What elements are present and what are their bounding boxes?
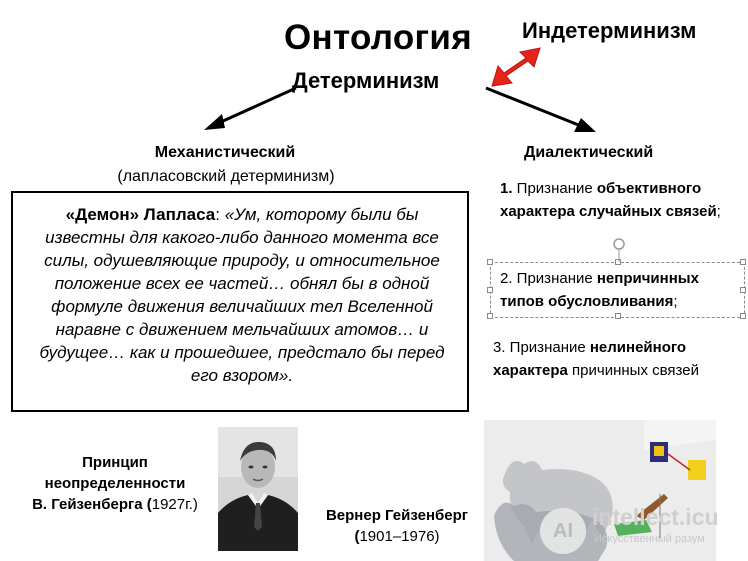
heisenberg-years-plain: 1901–1976) <box>359 528 440 545</box>
point-3-num: 3. <box>493 339 506 356</box>
heisenberg-portrait <box>218 427 298 551</box>
laplace-quote-box: «Демон» Лапласа: «Ум, которому были бы и… <box>11 191 469 412</box>
watermark-brand: intellect.icu <box>592 504 719 530</box>
dialectical-point-2[interactable]: 2. Признание непричинных типов обусловли… <box>500 267 740 313</box>
dialectical-heading: Диалектический <box>524 144 654 161</box>
heisenberg-years-bold: ( <box>354 528 360 545</box>
resize-handle-tr[interactable] <box>740 259 746 265</box>
quote-author: «Демон» Лапласа <box>65 205 216 224</box>
point-2-pre: Признание <box>512 270 597 287</box>
point-1-num: 1. <box>500 180 513 197</box>
resize-handle-top[interactable] <box>615 259 621 265</box>
point-2-bold: непричинных типов обусловливания <box>500 270 699 310</box>
watermark-logo: AI <box>540 508 586 554</box>
resize-handle-br[interactable] <box>740 313 746 319</box>
point-3-post: причинных связей <box>567 362 699 379</box>
principle-line-1: Принцип <box>82 454 148 471</box>
principle-line-3-bold: В. Гейзенберга ( <box>32 496 152 513</box>
resize-handle-right[interactable] <box>740 287 746 293</box>
resize-handle-bottom[interactable] <box>615 313 621 319</box>
resize-handle-tl[interactable] <box>487 259 493 265</box>
red-double-arrow <box>491 47 541 87</box>
quote-text: «Ум, которому были бы известны для каког… <box>39 205 445 385</box>
dialectical-point-1: 1. Признание объективного характера случ… <box>500 177 740 223</box>
uncertainty-principle-caption: Принцип неопределенности В. Гейзенберга … <box>15 452 215 515</box>
determinism-label: Детерминизм <box>292 68 440 93</box>
point-1-pre: Признание <box>512 180 597 197</box>
mechanistic-heading: Механистический <box>154 144 296 161</box>
point-2-num: 2. <box>500 270 513 287</box>
site-watermark: AI intellect.icu Искусственный разум <box>538 500 748 558</box>
laplace-quote: «Демон» Лапласа: «Ум, которому были бы и… <box>27 203 457 387</box>
watermark-subtitle: Искусственный разум <box>594 533 705 545</box>
point-2-post: ; <box>673 293 678 310</box>
principle-line-2: неопределенности <box>44 475 186 492</box>
point-3-pre: Признание <box>505 339 590 356</box>
dialectical-point-3: 3. Признание нелинейного характера причи… <box>493 336 743 382</box>
point-1-post: ; <box>716 203 721 220</box>
point-1-bold: объективного характера случайных связей <box>500 180 717 220</box>
resize-handle-bl[interactable] <box>487 313 493 319</box>
text-selection-frame[interactable] <box>487 259 746 319</box>
heisenberg-name: Вернер Гейзенберг <box>325 507 469 524</box>
indeterminism-label: Индетерминизм <box>522 18 697 43</box>
arrow-to-dialectical <box>485 86 596 132</box>
page-title: Онтология <box>284 18 472 57</box>
principle-line-3-plain: 1927г.) <box>151 496 198 513</box>
rotate-handle-icon[interactable] <box>610 236 628 264</box>
resize-handle-left[interactable] <box>487 287 493 293</box>
mechanistic-subtitle: (лапласовский детерминизм) <box>117 168 335 185</box>
quote-colon: : <box>215 205 225 224</box>
arrow-to-mechanistic <box>204 86 297 130</box>
heisenberg-caption: Вернер Гейзенберг (1901–1976) <box>316 505 478 547</box>
point-3-bold: нелинейного характера <box>493 339 687 379</box>
